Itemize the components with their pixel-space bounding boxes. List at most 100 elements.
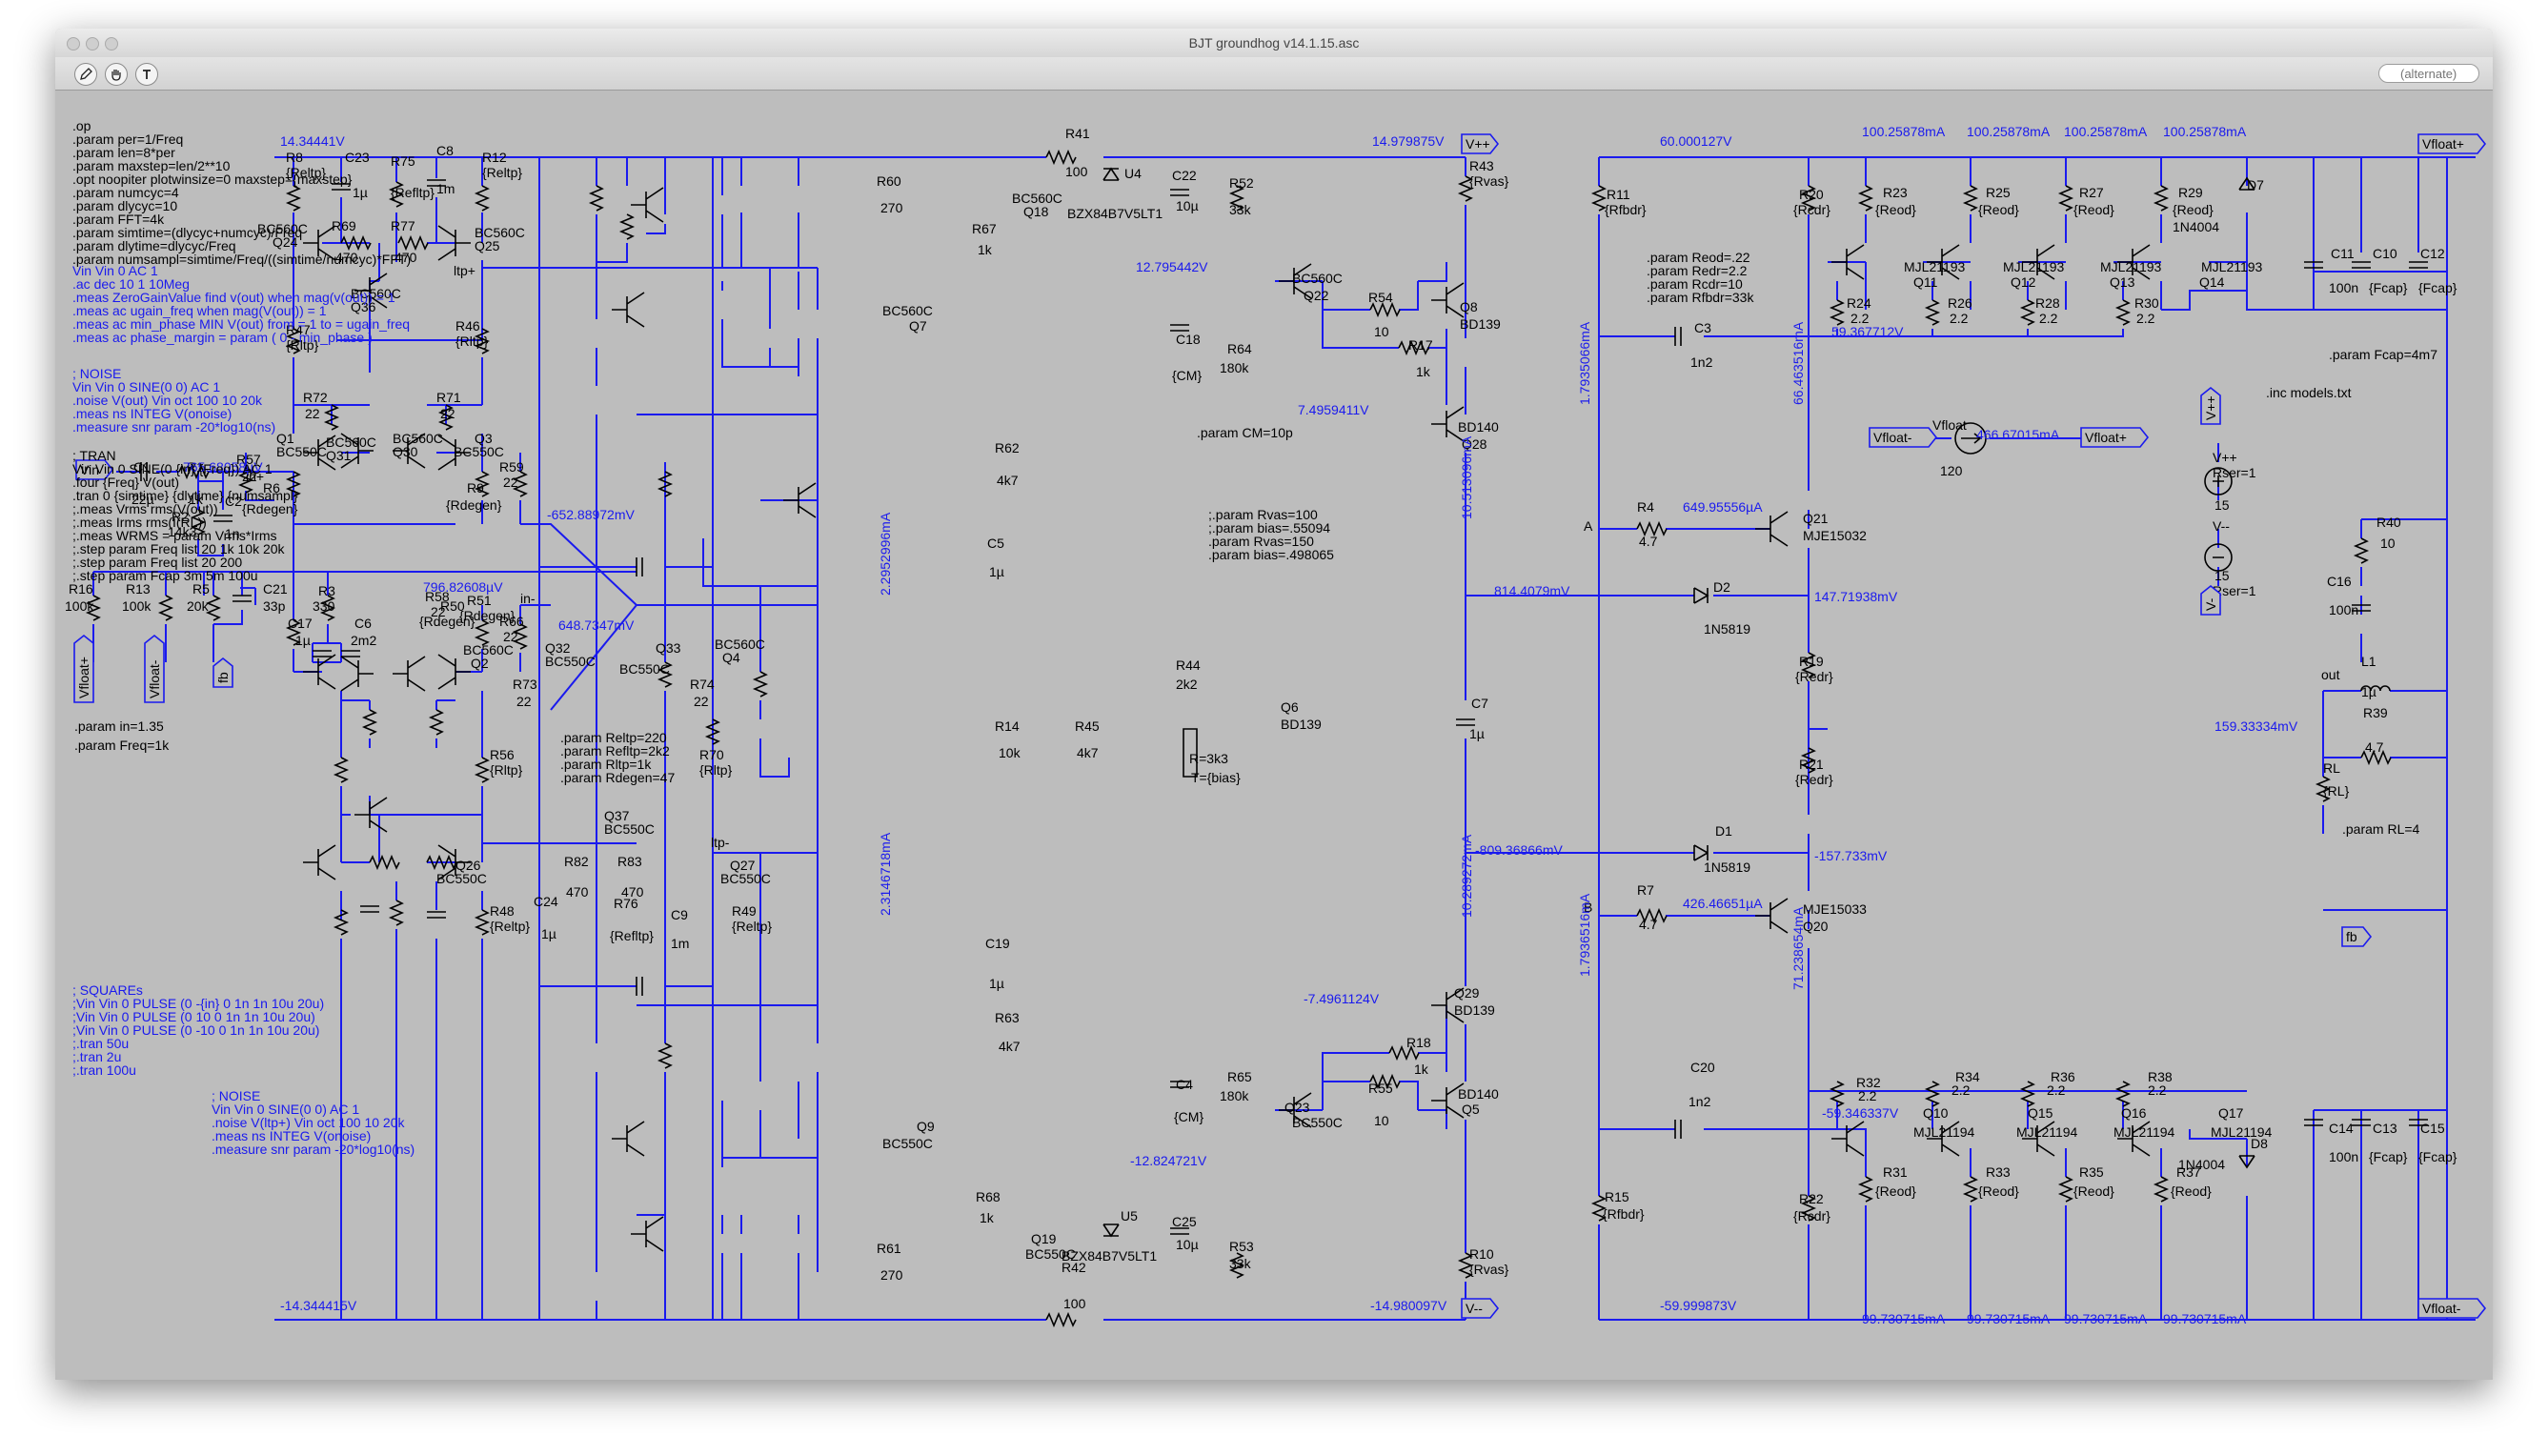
component-label[interactable]: Rser=1 bbox=[2213, 583, 2256, 598]
component-label[interactable]: R57 bbox=[236, 452, 261, 467]
component-label[interactable]: {Fcap} bbox=[2369, 280, 2408, 295]
net-flag[interactable]: Vfloat+ bbox=[2080, 427, 2150, 448]
net-flag[interactable]: Vfloat- bbox=[2417, 1298, 2487, 1319]
component-label[interactable]: 10 bbox=[1374, 324, 1389, 339]
component-label[interactable]: 10k bbox=[999, 745, 1021, 760]
component-label[interactable]: {Fcap} bbox=[2369, 1149, 2408, 1164]
component-label[interactable]: R29 bbox=[2178, 185, 2203, 200]
component-label[interactable]: C3 bbox=[1694, 320, 1711, 335]
component-label[interactable]: Q19 bbox=[1031, 1231, 1057, 1246]
component-label[interactable]: 100 bbox=[1065, 164, 1088, 179]
component-label[interactable]: R46 bbox=[455, 318, 480, 334]
component-label[interactable]: 2.2 bbox=[1951, 1082, 1971, 1098]
component-label[interactable]: R19 bbox=[1799, 654, 1824, 669]
component-label[interactable]: R13 bbox=[126, 581, 151, 597]
component-label[interactable]: T={bias} bbox=[1191, 770, 1241, 785]
net-flag[interactable]: V++ bbox=[2200, 386, 2221, 425]
component-label[interactable]: {Reltp} bbox=[286, 165, 326, 180]
component-label[interactable]: Q28 bbox=[1462, 436, 1487, 452]
component-label[interactable]: R69 bbox=[332, 218, 356, 233]
component-label[interactable]: R43 bbox=[1469, 158, 1494, 173]
component-label[interactable]: A bbox=[1584, 518, 1593, 534]
component-label[interactable]: Q7 bbox=[909, 318, 927, 334]
component-label[interactable]: 100n bbox=[2329, 1149, 2358, 1164]
component-label[interactable]: BD139 bbox=[1454, 1002, 1495, 1018]
component-label[interactable]: MJL21194 bbox=[2113, 1124, 2175, 1140]
component-label[interactable]: R54 bbox=[1368, 290, 1393, 305]
component-label[interactable]: in+ bbox=[246, 469, 264, 484]
component-label[interactable]: 270 bbox=[880, 200, 903, 215]
component-label[interactable]: C13 bbox=[2373, 1121, 2397, 1136]
component-label[interactable]: {Reltp} bbox=[732, 919, 772, 934]
close-window-button[interactable] bbox=[67, 37, 80, 51]
ac-directive-block[interactable]: Vin Vin 0 AC 1 .ac dec 10 1 10Meg .meas … bbox=[72, 263, 411, 345]
component-label[interactable]: 22 bbox=[516, 694, 532, 709]
component-label[interactable]: {Reod} bbox=[2173, 202, 2214, 217]
component-label[interactable]: R76 bbox=[614, 896, 638, 911]
component-label[interactable]: V++ bbox=[2213, 450, 2237, 465]
component-label[interactable]: R45 bbox=[1075, 718, 1100, 734]
component-label[interactable]: Q37 bbox=[604, 808, 630, 823]
component-label[interactable]: R65 bbox=[1227, 1069, 1252, 1084]
net-flag[interactable]: V- bbox=[2200, 584, 2221, 616]
component-label[interactable]: 1N5819 bbox=[1704, 859, 1750, 875]
component-label[interactable]: R7 bbox=[1637, 882, 1654, 898]
component-label[interactable]: C16 bbox=[2327, 574, 2352, 589]
component-label[interactable]: 1N5819 bbox=[1704, 621, 1750, 637]
component-label[interactable]: {Rcdr} bbox=[1793, 202, 1830, 217]
component-label[interactable]: R31 bbox=[1883, 1164, 1908, 1180]
component-label[interactable]: 2.2 bbox=[1858, 1088, 1877, 1103]
component-label[interactable]: {Rltp} bbox=[286, 337, 319, 353]
component-label[interactable]: {Rdegen} bbox=[446, 497, 502, 513]
component-label[interactable]: BD140 bbox=[1458, 1086, 1499, 1102]
component-label[interactable]: R35 bbox=[2079, 1164, 2104, 1180]
component-label[interactable]: MJE15033 bbox=[1803, 901, 1867, 917]
component-label[interactable]: Q8 bbox=[1460, 299, 1478, 314]
component-label[interactable]: 15 bbox=[2214, 497, 2230, 513]
component-label[interactable]: R27 bbox=[2079, 185, 2104, 200]
component-label[interactable]: Q9 bbox=[917, 1119, 935, 1134]
component-label[interactable]: 14k3 bbox=[168, 524, 197, 539]
param-in-directive[interactable]: .param in=1.35 bbox=[74, 718, 164, 734]
component-label[interactable]: 22 bbox=[440, 406, 455, 421]
component-label[interactable]: R30 bbox=[2134, 295, 2159, 311]
component-label[interactable]: BC550C bbox=[604, 821, 655, 837]
component-label[interactable]: {Rdegen} bbox=[242, 501, 298, 516]
component-label[interactable]: {Rltp} bbox=[455, 334, 489, 349]
component-label[interactable]: Q29 bbox=[1454, 985, 1480, 1001]
component-label[interactable]: D2 bbox=[1713, 579, 1730, 595]
component-label[interactable]: 1n2 bbox=[1690, 354, 1713, 370]
component-label[interactable]: 22 bbox=[431, 604, 446, 619]
component-label[interactable]: {Rcdr} bbox=[1793, 1208, 1830, 1223]
component-label[interactable]: Q17 bbox=[2218, 1105, 2244, 1121]
component-label[interactable]: Q25 bbox=[475, 238, 500, 253]
component-label[interactable]: {Rvas} bbox=[1469, 1262, 1509, 1277]
component-label[interactable]: Q21 bbox=[1803, 511, 1829, 526]
component-label[interactable]: MJL21194 bbox=[2211, 1124, 2273, 1140]
component-label[interactable]: ltp- bbox=[711, 835, 730, 850]
component-label[interactable]: 1k bbox=[978, 242, 993, 257]
component-label[interactable]: BZX84B7V5LT1 bbox=[1067, 206, 1163, 221]
component-label[interactable]: 1µ bbox=[2361, 684, 2376, 699]
component-label[interactable]: R67 bbox=[972, 221, 997, 236]
component-label[interactable]: Q31 bbox=[326, 448, 352, 463]
op-directive-block[interactable]: .op .param per=1/Freq .param len=8*per .… bbox=[72, 118, 412, 267]
component-label[interactable]: 120 bbox=[1940, 463, 1963, 478]
component-label[interactable]: R18 bbox=[1406, 1035, 1431, 1050]
component-label[interactable]: R71 bbox=[436, 390, 461, 405]
component-label[interactable]: BC560C bbox=[257, 221, 308, 236]
component-label[interactable]: R34 bbox=[1955, 1069, 1980, 1084]
component-label[interactable]: R47 bbox=[286, 322, 311, 337]
component-label[interactable]: 180k bbox=[1220, 1088, 1249, 1103]
component-label[interactable]: {Reod} bbox=[1978, 1183, 2019, 1199]
component-label[interactable]: R62 bbox=[995, 440, 1020, 455]
component-label[interactable]: 1n bbox=[225, 526, 240, 541]
component-label[interactable]: R82 bbox=[564, 854, 589, 869]
component-label[interactable]: {Redr} bbox=[1795, 772, 1833, 787]
component-label[interactable]: 10µ bbox=[1176, 198, 1199, 213]
component-label[interactable]: {RL} bbox=[2323, 783, 2350, 799]
component-label[interactable]: 22 bbox=[503, 629, 518, 644]
component-label[interactable]: R17 bbox=[1408, 337, 1433, 353]
component-label[interactable]: C7 bbox=[1471, 696, 1488, 711]
component-label[interactable]: R32 bbox=[1856, 1075, 1881, 1090]
